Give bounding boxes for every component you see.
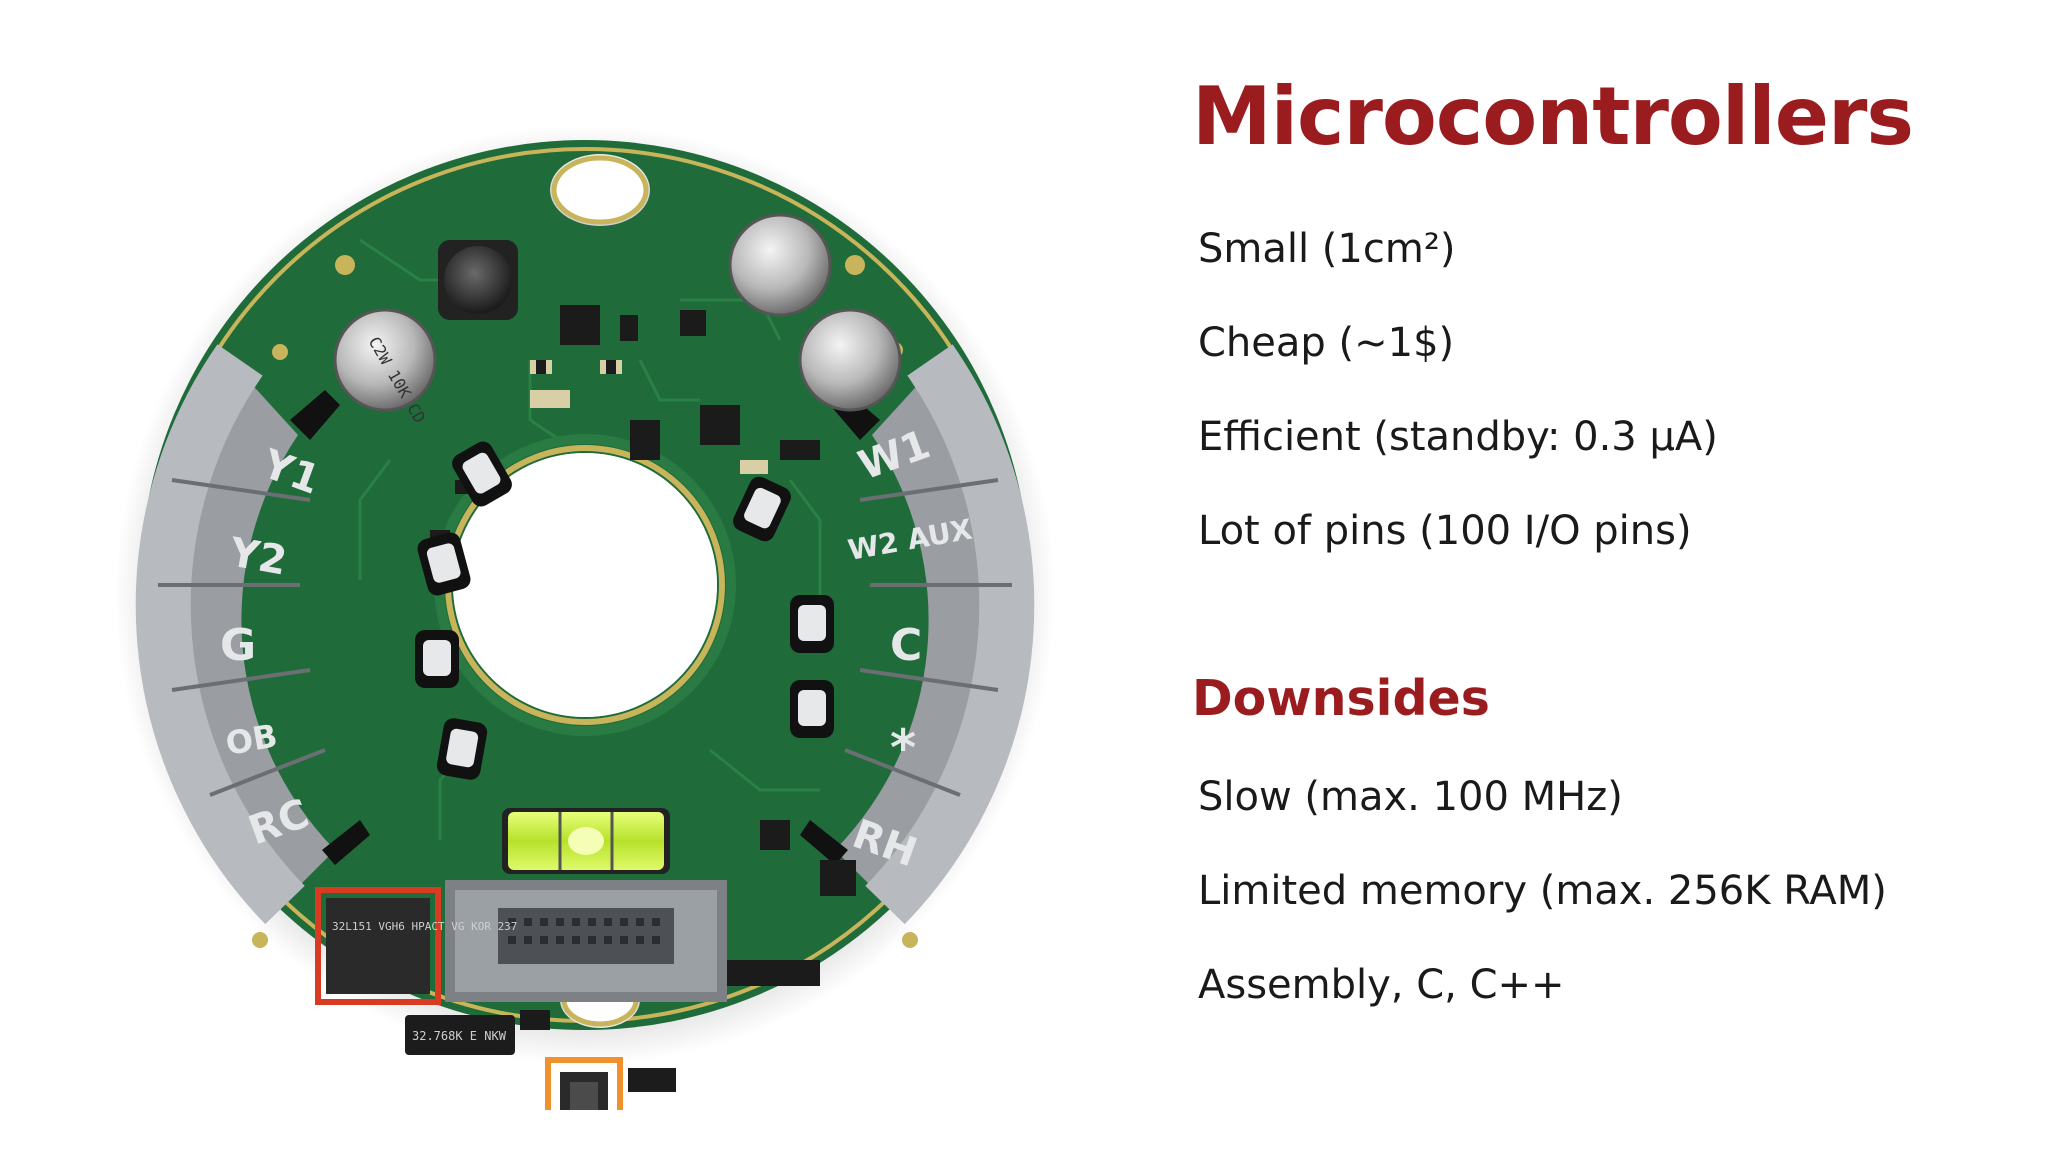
terminal-label-c: C <box>890 620 922 671</box>
bubble-level <box>502 808 670 874</box>
crystal-label: 32.768K E NKW <box>412 1029 507 1043</box>
slide-title: Microcontrollers <box>1192 70 1914 163</box>
downsides-heading: Downsides <box>1192 670 1490 727</box>
terminal-label-y2: Y2 <box>225 529 290 584</box>
crystal-oscillator: 32.768K E NKW <box>405 1015 515 1055</box>
right-terminal-block <box>800 344 1035 925</box>
left-terminal-block <box>135 344 370 925</box>
con-item-languages: Assembly, C, C++ <box>1198 962 1565 1008</box>
pro-item-pins: Lot of pins (100 I/O pins) <box>1198 508 1692 554</box>
pro-item-size: Small (1cm²) <box>1198 226 1456 272</box>
chip-label: 32L151 VGH6 HPACT VG KOR 237 <box>332 920 517 933</box>
sensor-chip <box>545 1057 623 1110</box>
pro-item-cost: Cheap (~1$) <box>1198 320 1455 366</box>
con-item-speed: Slow (max. 100 MHz) <box>1198 774 1623 820</box>
terminal-label-ob: OB <box>223 716 280 762</box>
terminal-label-g: G <box>220 620 256 671</box>
diode-array <box>415 441 834 780</box>
thermostat-board-photo: Y1 Y2 G OB RC W1 W2 AUX C * RH C2W 10K C… <box>60 60 1110 1110</box>
ribbon-connector <box>445 880 727 1002</box>
con-item-memory: Limited memory (max. 256K RAM) <box>1198 868 1887 914</box>
microcontroller-chip: 32L151 VGH6 HPACT VG KOR 237 <box>315 887 517 1005</box>
pro-item-efficiency: Efficient (standby: 0.3 µA) <box>1198 414 1718 460</box>
terminal-label-star: * <box>890 719 916 777</box>
